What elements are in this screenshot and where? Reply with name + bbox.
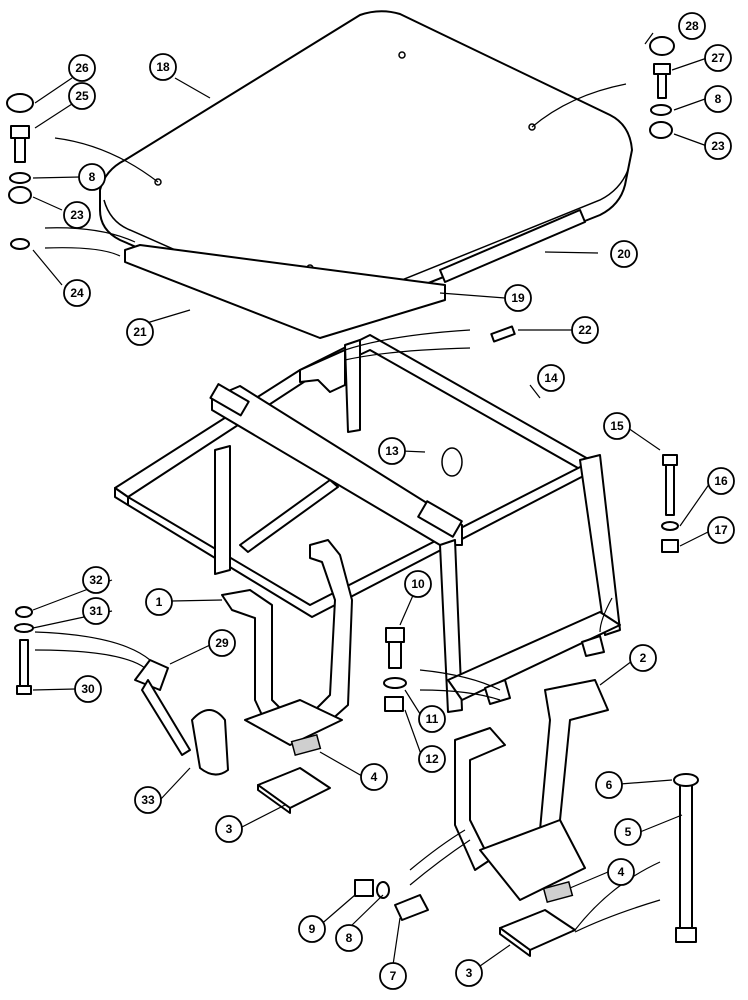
callout-28: 28 bbox=[678, 12, 706, 40]
callout-8-left: 8 bbox=[78, 163, 106, 191]
callout-1: 1 bbox=[145, 588, 173, 616]
svg-text:28: 28 bbox=[685, 19, 699, 33]
callout-23-left: 23 bbox=[63, 201, 91, 229]
hardware-top-left bbox=[6, 93, 34, 250]
svg-text:4: 4 bbox=[618, 865, 625, 879]
callout-33: 33 bbox=[134, 786, 162, 814]
screw-22 bbox=[490, 325, 516, 343]
bolt-5 bbox=[673, 773, 699, 943]
callout-30: 30 bbox=[74, 675, 102, 703]
callout-8-right: 8 bbox=[704, 85, 732, 113]
callout-4-left: 4 bbox=[360, 763, 388, 791]
svg-text:4: 4 bbox=[371, 770, 378, 784]
callout-9: 9 bbox=[298, 915, 326, 943]
callouts: 18 26 25 8 23 24 21 19 20 22 14 13 15 16… bbox=[63, 12, 735, 990]
leg-bracket-left bbox=[221, 539, 353, 757]
svg-text:21: 21 bbox=[133, 325, 147, 339]
svg-text:31: 31 bbox=[89, 604, 103, 618]
callout-4-right: 4 bbox=[607, 858, 635, 886]
callout-16: 16 bbox=[707, 467, 735, 495]
callout-7: 7 bbox=[379, 962, 407, 990]
svg-text:10: 10 bbox=[411, 577, 425, 591]
callout-20: 20 bbox=[610, 240, 638, 268]
callout-22: 22 bbox=[571, 316, 599, 344]
callout-27: 27 bbox=[704, 44, 732, 72]
svg-text:32: 32 bbox=[89, 573, 103, 587]
callout-13: 13 bbox=[378, 437, 406, 465]
callout-17: 17 bbox=[707, 516, 735, 544]
svg-text:20: 20 bbox=[617, 247, 631, 261]
svg-text:25: 25 bbox=[75, 89, 89, 103]
svg-text:24: 24 bbox=[70, 286, 84, 300]
mirror-assembly bbox=[14, 606, 229, 776]
svg-text:7: 7 bbox=[390, 969, 397, 983]
leg-bracket-right bbox=[454, 679, 609, 904]
clip-13 bbox=[441, 447, 463, 477]
svg-text:17: 17 bbox=[714, 523, 728, 537]
svg-text:3: 3 bbox=[226, 822, 233, 836]
callout-11: 11 bbox=[418, 705, 446, 733]
bolt-15 bbox=[661, 454, 679, 553]
svg-text:26: 26 bbox=[75, 61, 89, 75]
leader-lines bbox=[32, 32, 713, 967]
callout-24: 24 bbox=[63, 279, 91, 307]
callout-14: 14 bbox=[537, 364, 565, 392]
svg-text:30: 30 bbox=[81, 682, 95, 696]
svg-text:8: 8 bbox=[346, 931, 353, 945]
callout-10: 10 bbox=[404, 570, 432, 598]
callout-2: 2 bbox=[629, 644, 657, 672]
svg-text:14: 14 bbox=[544, 371, 558, 385]
callout-12: 12 bbox=[418, 745, 446, 773]
svg-text:8: 8 bbox=[89, 170, 96, 184]
callout-26: 26 bbox=[68, 54, 96, 82]
callout-15: 15 bbox=[603, 412, 631, 440]
svg-text:27: 27 bbox=[711, 51, 725, 65]
seal-strips bbox=[124, 209, 586, 339]
callout-5: 5 bbox=[614, 818, 642, 846]
svg-text:13: 13 bbox=[385, 444, 399, 458]
svg-text:23: 23 bbox=[711, 139, 725, 153]
svg-text:16: 16 bbox=[714, 474, 728, 488]
bolt-10 bbox=[383, 627, 407, 712]
callout-18: 18 bbox=[149, 53, 177, 81]
callout-23-right: 23 bbox=[704, 132, 732, 160]
svg-text:5: 5 bbox=[625, 825, 632, 839]
callout-6: 6 bbox=[595, 771, 623, 799]
callout-31: 31 bbox=[82, 597, 110, 625]
svg-text:3: 3 bbox=[466, 966, 473, 980]
svg-text:12: 12 bbox=[425, 752, 439, 766]
svg-text:1: 1 bbox=[156, 595, 163, 609]
mount-pads bbox=[257, 767, 576, 957]
callout-8-bottom: 8 bbox=[335, 924, 363, 952]
svg-text:11: 11 bbox=[426, 712, 439, 726]
svg-text:18: 18 bbox=[156, 60, 170, 74]
callout-21: 21 bbox=[126, 318, 154, 346]
svg-text:33: 33 bbox=[141, 793, 155, 807]
svg-text:29: 29 bbox=[215, 636, 229, 650]
callout-25: 25 bbox=[68, 82, 96, 110]
callout-19: 19 bbox=[504, 284, 532, 312]
svg-text:9: 9 bbox=[309, 922, 316, 936]
callout-32: 32 bbox=[82, 566, 110, 594]
svg-text:8: 8 bbox=[715, 92, 722, 106]
callout-29: 29 bbox=[208, 629, 236, 657]
svg-text:22: 22 bbox=[578, 323, 592, 337]
callout-3-right: 3 bbox=[455, 959, 483, 987]
svg-text:15: 15 bbox=[610, 419, 624, 433]
svg-text:19: 19 bbox=[511, 291, 525, 305]
hardware-7-8-9 bbox=[354, 879, 429, 921]
svg-text:2: 2 bbox=[640, 651, 647, 665]
hardware-top-right bbox=[649, 36, 675, 139]
svg-text:23: 23 bbox=[70, 208, 84, 222]
svg-text:6: 6 bbox=[606, 778, 613, 792]
frame-assembly bbox=[114, 334, 621, 713]
callout-3-left: 3 bbox=[215, 815, 243, 843]
